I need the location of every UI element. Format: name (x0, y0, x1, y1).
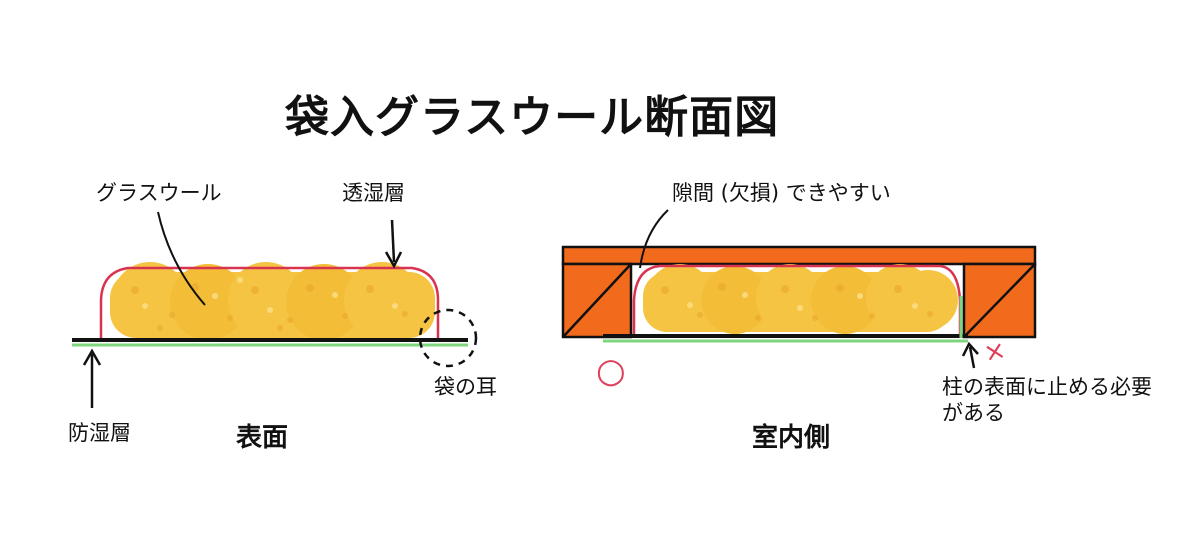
right-panel-caption: 室内側 (752, 423, 831, 453)
right-bag-outline (632, 264, 962, 336)
right-stud (962, 262, 1037, 339)
left-stud (561, 262, 633, 339)
right-panel-diagram (561, 209, 1037, 369)
bag-ear-label: 袋の耳 (434, 375, 497, 399)
vapor-barrier-label: 防湿層 (68, 421, 131, 445)
stud-note-arrow (961, 341, 979, 369)
left-bag-outline (99, 266, 440, 340)
glass-wool-label: グラスウール (96, 181, 222, 205)
stud-note-label: 柱の表面に止める必要がある (942, 375, 1152, 426)
good-mark: ○ (596, 351, 626, 391)
diagram-title: 袋入グラスウール断面図 (285, 92, 780, 143)
vapor-barrier-arrow (82, 348, 102, 408)
vapor-permeable-arrow (384, 219, 403, 269)
bag-ear-highlight-circle (418, 308, 478, 368)
left-panel-caption: 表面 (236, 423, 289, 453)
gap-note-label: 隙間 (欠損) できやすい (672, 181, 891, 205)
left-panel-diagram (72, 211, 478, 408)
glass-wool-leader-line (157, 211, 206, 306)
gap-leader-line (639, 209, 669, 269)
left-glass-wool-fill (110, 262, 435, 340)
right-glass-wool-fill (643, 264, 958, 334)
top-beam (561, 245, 1037, 266)
vapor-permeable-layer-label: 透湿層 (342, 181, 405, 205)
